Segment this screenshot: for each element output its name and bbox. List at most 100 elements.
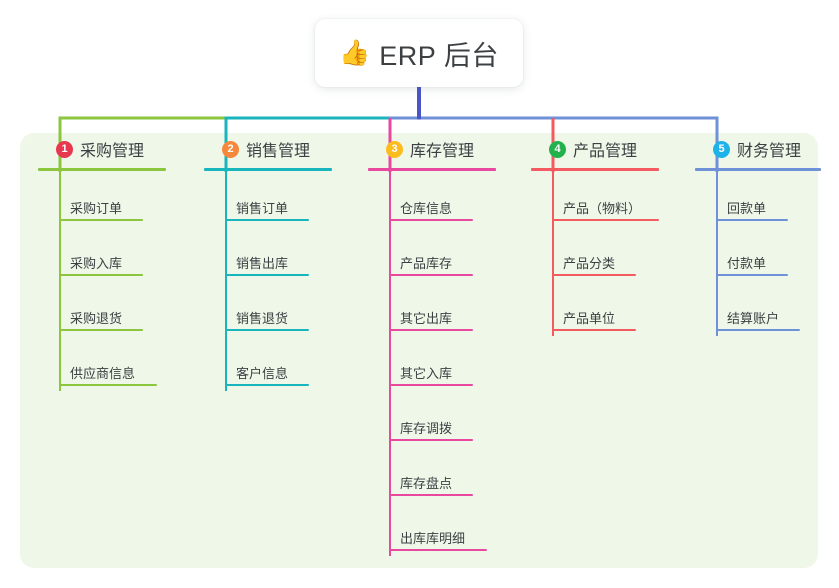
branch-item[interactable]: 回款单 bbox=[695, 171, 835, 226]
branch-header-rule bbox=[204, 168, 332, 171]
branch-item[interactable]: 仓库信息 bbox=[368, 171, 518, 226]
branch-item[interactable]: 供应商信息 bbox=[38, 336, 188, 391]
branch-item-rule bbox=[389, 549, 487, 551]
branch-item-label: 客户信息 bbox=[236, 366, 289, 381]
branch-trunk-line bbox=[225, 171, 227, 391]
branch-item-label: 出库库明细 bbox=[400, 531, 466, 546]
branch-item-label: 销售退货 bbox=[236, 311, 289, 326]
branch-item[interactable]: 产品库存 bbox=[368, 226, 518, 281]
root-node-content: 👍 ERP 后台 bbox=[339, 34, 499, 73]
branch-item-label: 结算账户 bbox=[727, 311, 780, 326]
branch-item-label: 其它出库 bbox=[400, 311, 453, 326]
branch-item-rule bbox=[389, 384, 473, 386]
branch-title: 产品管理 bbox=[573, 143, 638, 160]
branch-item-rule bbox=[716, 219, 788, 221]
branch-item-rule bbox=[716, 274, 788, 276]
branch-item-label: 库存盘点 bbox=[400, 476, 453, 491]
branch-item[interactable]: 其它出库 bbox=[368, 281, 518, 336]
branch-item-rule bbox=[225, 219, 309, 221]
branch-item-rule bbox=[59, 274, 143, 276]
branch-item[interactable]: 产品（物料） bbox=[531, 171, 681, 226]
thumbs-up-icon: 👍 bbox=[339, 38, 371, 67]
branch-items: 回款单付款单结算账户 bbox=[695, 171, 835, 336]
branch-header-rule bbox=[531, 168, 659, 171]
branch-header-rule bbox=[368, 168, 496, 171]
branch-item[interactable]: 销售出库 bbox=[204, 226, 354, 281]
branch-item[interactable]: 客户信息 bbox=[204, 336, 354, 391]
branch-items: 采购订单采购入库采购退货供应商信息 bbox=[38, 171, 188, 391]
branch-number-badge: 5 bbox=[713, 140, 730, 158]
branch-item[interactable]: 销售订单 bbox=[204, 171, 354, 226]
branch-item-rule bbox=[389, 274, 473, 276]
branch-item-label: 产品分类 bbox=[563, 256, 616, 271]
branch-trunk-line bbox=[389, 171, 391, 556]
branch-item-rule bbox=[389, 329, 473, 331]
branch-header-4[interactable]: 4 产品管理 bbox=[531, 133, 681, 165]
branch-item-label: 产品（物料） bbox=[563, 201, 642, 216]
branch-column-2: 2 销售管理销售订单销售出库销售退货客户信息 bbox=[204, 133, 354, 391]
branch-item[interactable]: 库存调拨 bbox=[368, 391, 518, 446]
branch-title: 销售管理 bbox=[246, 143, 311, 160]
root-node[interactable]: 👍 ERP 后台 bbox=[315, 19, 523, 87]
branch-column-5: 5 财务管理回款单付款单结算账户 bbox=[695, 133, 835, 336]
branch-number-badge: 3 bbox=[386, 140, 403, 158]
branch-item-rule bbox=[225, 329, 309, 331]
branch-item-label: 其它入库 bbox=[400, 366, 453, 381]
branch-title: 采购管理 bbox=[80, 143, 145, 160]
branch-column-4: 4 产品管理产品（物料） 产品分类产品单位 bbox=[531, 133, 681, 336]
branch-item-rule bbox=[389, 439, 473, 441]
branch-item-rule bbox=[552, 329, 636, 331]
branch-item[interactable]: 库存盘点 bbox=[368, 446, 518, 501]
branch-item[interactable]: 采购订单 bbox=[38, 171, 188, 226]
branch-item-rule bbox=[59, 219, 143, 221]
branch-item-rule bbox=[716, 329, 800, 331]
branch-items: 仓库信息产品库存其它出库其它入库库存调拨库存盘点出库库明细 bbox=[368, 171, 518, 556]
branch-item[interactable]: 产品单位 bbox=[531, 281, 681, 336]
branch-item-label: 回款单 bbox=[727, 201, 767, 216]
branch-item-label: 销售订单 bbox=[236, 201, 289, 216]
branch-item[interactable]: 产品分类 bbox=[531, 226, 681, 281]
branch-item[interactable]: 结算账户 bbox=[695, 281, 835, 336]
branch-item-label: 库存调拨 bbox=[400, 421, 453, 436]
branch-item-rule bbox=[552, 274, 636, 276]
branch-item-rule bbox=[225, 274, 309, 276]
branch-item-label: 产品库存 bbox=[400, 256, 453, 271]
branch-title: 财务管理 bbox=[737, 143, 802, 160]
branch-item-rule bbox=[59, 329, 143, 331]
branch-trunk-line bbox=[716, 171, 718, 336]
branch-item-label: 采购退货 bbox=[70, 311, 123, 326]
branch-item[interactable]: 付款单 bbox=[695, 226, 835, 281]
branch-header-rule bbox=[38, 168, 166, 171]
branch-item-rule bbox=[225, 384, 309, 386]
branch-item-rule bbox=[59, 384, 157, 386]
branch-trunk-line bbox=[59, 171, 61, 391]
branch-header-rule bbox=[695, 168, 821, 171]
branch-item-label: 产品单位 bbox=[563, 311, 616, 326]
branch-item[interactable]: 其它入库 bbox=[368, 336, 518, 391]
branch-item-rule bbox=[389, 494, 473, 496]
branch-number-badge: 2 bbox=[222, 140, 239, 158]
branch-item[interactable]: 采购入库 bbox=[38, 226, 188, 281]
branch-item-label: 付款单 bbox=[727, 256, 767, 271]
branch-header-2[interactable]: 2 销售管理 bbox=[204, 133, 354, 165]
root-node-title: ERP 后台 bbox=[379, 40, 499, 71]
branch-item-rule bbox=[389, 219, 473, 221]
branch-item[interactable]: 出库库明细 bbox=[368, 501, 518, 556]
branch-item[interactable]: 采购退货 bbox=[38, 281, 188, 336]
branch-trunk-line bbox=[552, 171, 554, 336]
branch-item[interactable]: 销售退货 bbox=[204, 281, 354, 336]
branch-item-label: 采购入库 bbox=[70, 256, 123, 271]
branch-items: 产品（物料） 产品分类产品单位 bbox=[531, 171, 681, 336]
branch-header-5[interactable]: 5 财务管理 bbox=[695, 133, 835, 165]
branch-item-label: 销售出库 bbox=[236, 256, 289, 271]
branch-number-badge: 4 bbox=[549, 140, 566, 158]
branch-item-label: 采购订单 bbox=[70, 201, 123, 216]
branch-item-rule bbox=[552, 219, 659, 221]
branch-item-label: 供应商信息 bbox=[70, 366, 136, 381]
